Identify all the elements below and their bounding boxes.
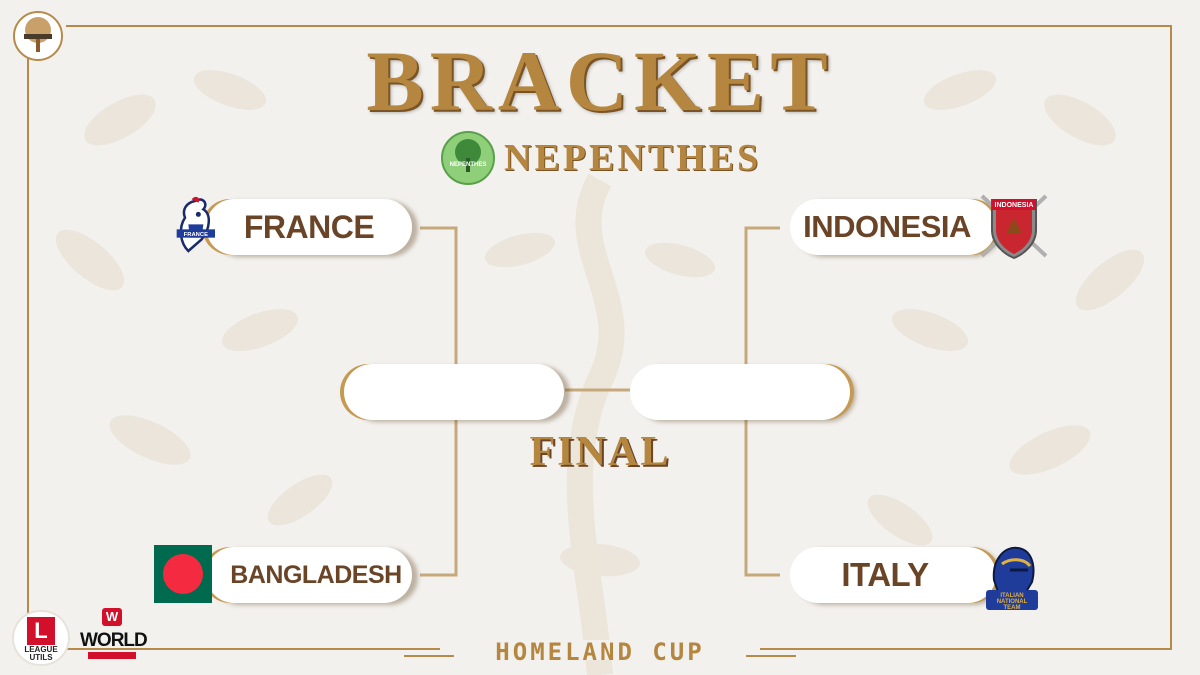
team-slot-france[interactable]: FRANCE [206,199,412,255]
team-name: INDONESIA [803,209,971,244]
team-name: BANGLADESH [230,560,402,589]
world-logo: W WORLD [80,606,148,668]
final-label: FINAL [529,429,671,475]
tree-logo-icon [13,11,63,61]
badge-text: FRANCE [184,232,208,238]
garuda-shield-icon: INDONESIA [980,194,1048,260]
badge-text: NATIONAL [997,599,1028,605]
subtitle-row: NEPENTHES NEPENTHES [440,130,780,186]
team-slot-bangladesh[interactable]: BANGLADESH [206,547,412,603]
team-name: FRANCE [243,208,375,245]
rooster-icon: FRANCE [176,196,215,253]
sponsor-line: UTILS [29,653,53,662]
bangladesh-flag-icon [154,545,212,603]
page-subtitle: NEPENTHES [504,137,762,179]
league-utils-text: LEAGUE UTILS [14,646,68,662]
team-slot-indonesia[interactable]: INDONESIA [790,199,996,255]
final-slot-left[interactable] [344,364,564,420]
footer-title: HOMELAND CUP [495,638,705,666]
world-text: WORLD [80,630,148,651]
badge-text: TEAM [1004,605,1021,611]
sub-logo-text: NEPENTHES [450,162,487,168]
footer-divider [746,655,796,657]
badge-text: INDONESIA [995,202,1034,209]
team-name: ITALY [841,556,929,593]
league-utils-icon: L [27,617,55,645]
badge-text: ITALIAN [1000,593,1023,599]
world-tagline-bar [88,652,136,659]
footer-divider [404,655,454,657]
final-slot-right[interactable] [630,364,850,420]
frame-gap [440,640,760,660]
knight-helmet-icon: ITALIAN NATIONAL TEAM [986,546,1038,611]
sponsor-line: LEAGUE [24,645,58,654]
league-utils-logo: L LEAGUE UTILS [14,612,68,664]
world-icon: W [102,608,122,626]
page-title: BRACKET [366,33,834,129]
team-slot-italy[interactable]: ITALY [790,547,996,603]
nepenthes-logo-icon: NEPENTHES [441,131,495,185]
